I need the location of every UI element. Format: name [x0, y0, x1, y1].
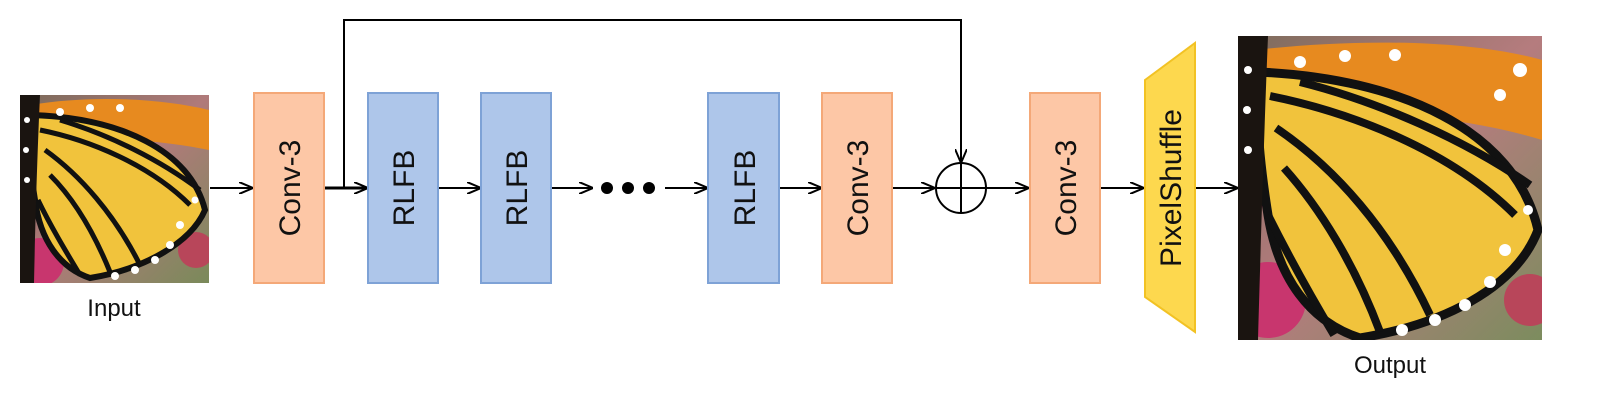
conv3-head-label: Conv-3 — [274, 140, 307, 237]
circle-plus-icon — [935, 162, 987, 214]
rlfb-n-label: RLFB — [729, 150, 762, 227]
skip-connection-arrow — [343, 19, 961, 188]
pixelshuffle-block: PixelShuffle — [1144, 41, 1196, 334]
rlfb-block-2: RLFB — [480, 92, 552, 284]
conv3-block-body: Conv-3 — [821, 92, 893, 284]
output-caption: Output — [1354, 352, 1426, 379]
rlfb-block-n: RLFB — [707, 92, 780, 284]
conv3-tail-label: Conv-3 — [1050, 140, 1083, 237]
ellipsis-icon — [601, 182, 655, 194]
rlfb-1-label: RLFB — [388, 150, 421, 227]
rlfb-block-1: RLFB — [367, 92, 439, 284]
conv3-block-tail: Conv-3 — [1029, 92, 1101, 284]
pixelshuffle-label: PixelShuffle — [1155, 109, 1188, 267]
conv3-block-head: Conv-3 — [253, 92, 325, 284]
input-caption: Input — [87, 295, 141, 322]
conv3-body-label: Conv-3 — [842, 140, 875, 237]
input-image — [20, 95, 209, 283]
rlfb-2-label: RLFB — [501, 150, 534, 227]
output-image — [1238, 36, 1542, 340]
